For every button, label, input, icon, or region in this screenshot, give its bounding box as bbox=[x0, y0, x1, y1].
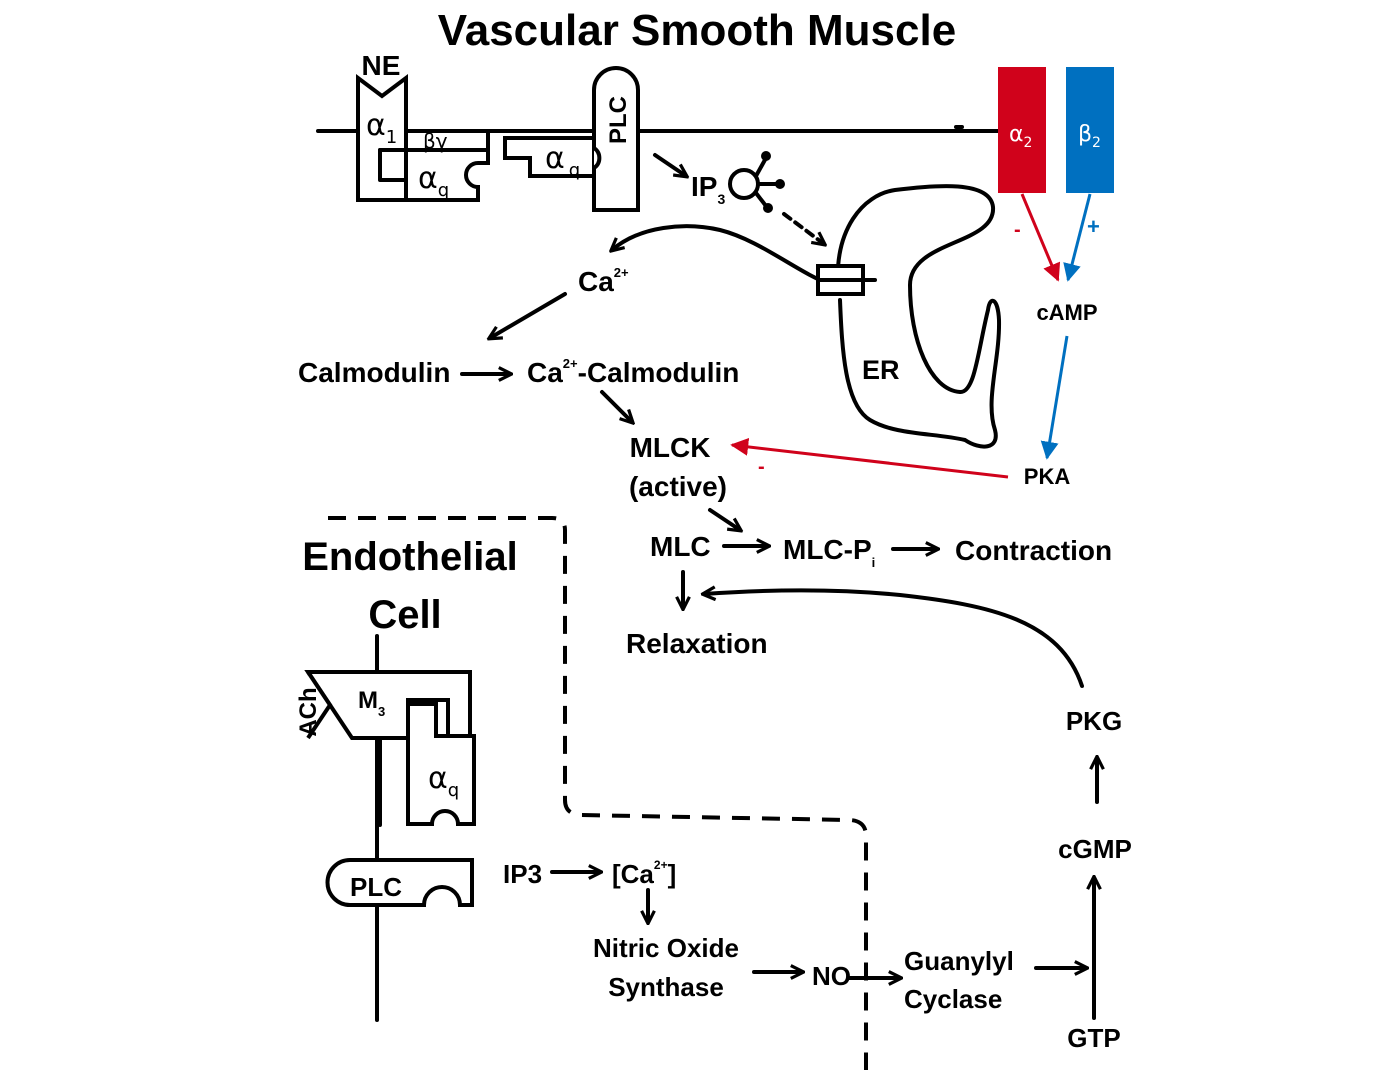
endothelial-cell-boundary bbox=[328, 516, 868, 1070]
mlc-label: MLC bbox=[650, 531, 711, 562]
plc-to-ip3-arrow bbox=[653, 153, 686, 176]
beta2-receptor bbox=[1066, 67, 1114, 193]
ip3-label: IP3 bbox=[691, 171, 725, 207]
ca-to-ca-calmodulin-arrow bbox=[490, 292, 567, 338]
ach-label: ACh bbox=[295, 687, 322, 736]
ne-label: NE bbox=[362, 50, 401, 81]
pka-to-mlck-arrow bbox=[730, 437, 1009, 479]
ip3-to-er-arrow bbox=[782, 212, 824, 244]
alpha1-receptor bbox=[356, 74, 490, 202]
er-to-ca-curve bbox=[612, 224, 832, 286]
endothelial-alpha-q-label: αq bbox=[428, 761, 459, 801]
pka-label: PKA bbox=[1024, 464, 1071, 489]
er-label: ER bbox=[862, 355, 900, 385]
beta2-to-camp-arrow bbox=[1063, 193, 1092, 282]
alpha2-inhibit-sign: - bbox=[1014, 219, 1021, 241]
nos-label: Nitric Oxide bbox=[593, 933, 739, 963]
endothelial-plc-label: PLC bbox=[350, 872, 402, 902]
endothelial-ip3-label: IP3 bbox=[503, 859, 542, 889]
pkg-to-relaxation-curve bbox=[704, 590, 1084, 688]
alpha2-receptor bbox=[998, 67, 1046, 193]
calmodulin-label: Calmodulin bbox=[298, 357, 450, 388]
ca-calmodulin-to-mlck-arrow bbox=[600, 390, 632, 422]
beta2-stimulate-sign: + bbox=[1087, 214, 1100, 239]
mlck-active-label: (active) bbox=[629, 471, 727, 502]
pkg-label: PKG bbox=[1066, 706, 1122, 736]
m3-receptor bbox=[304, 670, 472, 827]
plc-enzyme bbox=[592, 66, 640, 212]
endothelial-ca-label: [Ca2+] bbox=[612, 858, 676, 889]
endothelial-title: Endothelial bbox=[302, 535, 518, 579]
pka-inhibit-sign: - bbox=[758, 456, 765, 478]
camp-label: cAMP bbox=[1036, 300, 1097, 325]
m3-label: M3 bbox=[358, 687, 385, 719]
relaxation-label: Relaxation bbox=[626, 628, 768, 659]
camp-to-pka-arrow bbox=[1040, 335, 1069, 460]
beta2-label: β2 bbox=[1078, 122, 1101, 151]
mlck-label: MLCK bbox=[630, 432, 711, 463]
alpha2-label: α2 bbox=[1009, 122, 1032, 151]
gtp-label: GTP bbox=[1067, 1023, 1120, 1053]
endothelial-alpha-q bbox=[406, 702, 476, 826]
alpha1-label: α1 bbox=[366, 108, 397, 148]
diagram-title: Vascular Smooth Muscle bbox=[438, 6, 956, 55]
ip3-molecule-icon bbox=[728, 151, 785, 213]
cyclase-label: Cyclase bbox=[904, 984, 1002, 1014]
beta-gamma-label: βγ bbox=[423, 129, 448, 153]
contraction-label: Contraction bbox=[955, 535, 1112, 566]
guanylyl-label: Guanylyl bbox=[904, 946, 1014, 976]
mlck-to-mlc-arrow bbox=[708, 508, 740, 530]
mlc-p-label: MLC-Pi bbox=[783, 534, 875, 570]
nos-label-line2: Synthase bbox=[608, 972, 724, 1002]
ca-label: Ca2+ bbox=[578, 265, 629, 297]
endothelial-plc bbox=[325, 858, 474, 907]
no-label: NO bbox=[812, 961, 851, 991]
endothelial-title-cell: Cell bbox=[368, 593, 441, 637]
plc-label: PLC bbox=[605, 96, 632, 144]
alpha-q-label-1: αq bbox=[418, 161, 449, 201]
cgmp-label: cGMP bbox=[1058, 834, 1132, 864]
er-membrane bbox=[835, 184, 1002, 449]
alpha2-to-camp-arrow bbox=[1020, 193, 1061, 282]
ca-calmodulin-label: Ca2+-Calmodulin bbox=[527, 356, 739, 388]
